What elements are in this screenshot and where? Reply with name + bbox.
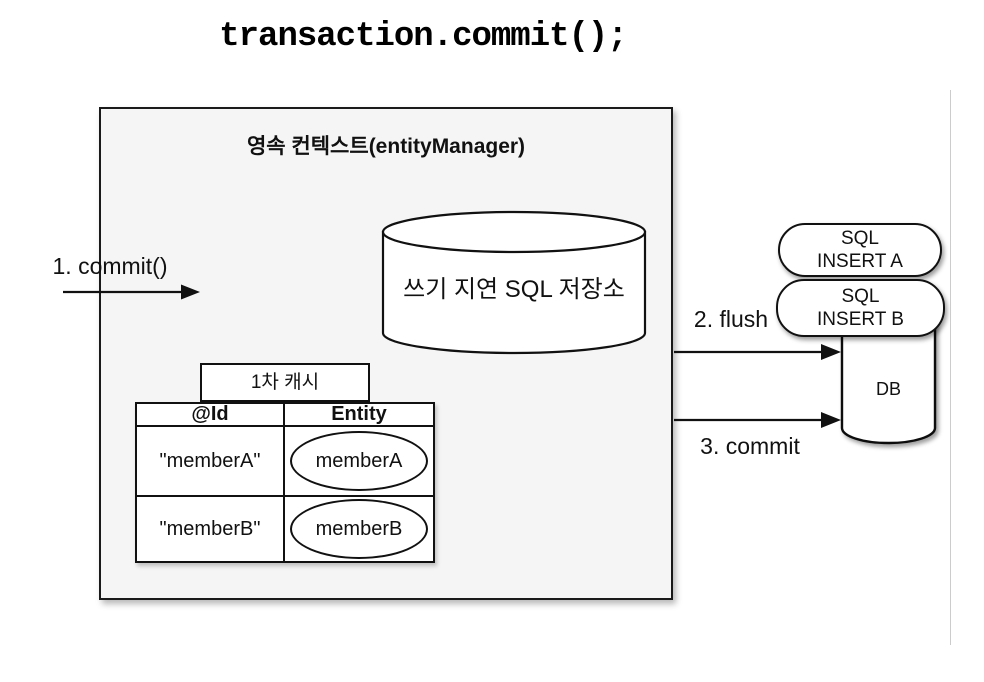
sql-insert-a-pill: SQL INSERT A bbox=[778, 223, 942, 277]
first-level-cache-tab: 1차 캐시 bbox=[200, 363, 370, 402]
commit-to-db-arrow bbox=[674, 412, 841, 428]
sql-insert-b-line1: SQL bbox=[841, 286, 880, 307]
flush-arrow bbox=[674, 344, 841, 360]
cache-table-header-id: @Id bbox=[137, 403, 285, 427]
first-level-cache-table: @Id Entity "memberA" memberA "memberB" m… bbox=[135, 402, 435, 563]
page-divider-line bbox=[950, 90, 951, 645]
sql-insert-a-line1: SQL bbox=[840, 228, 880, 249]
sql-insert-b-pill: SQL INSERT B bbox=[776, 279, 945, 337]
write-behind-sql-store-label: 쓰기 지연 SQL 저장소 bbox=[403, 276, 625, 303]
db-label: DB bbox=[875, 379, 901, 399]
sql-insert-b-line2: INSERT B bbox=[817, 309, 904, 330]
flush-label: 2. flush bbox=[693, 306, 769, 332]
commit-label: 3. commit bbox=[700, 433, 800, 459]
entity-ellipse: memberA bbox=[290, 431, 428, 491]
entity-cell: memberB bbox=[285, 497, 433, 561]
diagram-title: transaction.commit(); bbox=[219, 18, 627, 56]
entity-cell: memberA bbox=[285, 427, 433, 497]
sql-insert-a-line2: INSERT A bbox=[817, 251, 903, 272]
entity-ellipse: memberB bbox=[290, 499, 428, 559]
cache-table-header-entity: Entity bbox=[285, 403, 433, 427]
entity-id-cell: "memberA" bbox=[137, 427, 285, 497]
entity-id-cell: "memberB" bbox=[137, 497, 285, 561]
commit-call-label: 1. commit() bbox=[52, 253, 168, 279]
persistence-context-label: 영속 컨텍스트(entityManager) bbox=[246, 135, 526, 158]
